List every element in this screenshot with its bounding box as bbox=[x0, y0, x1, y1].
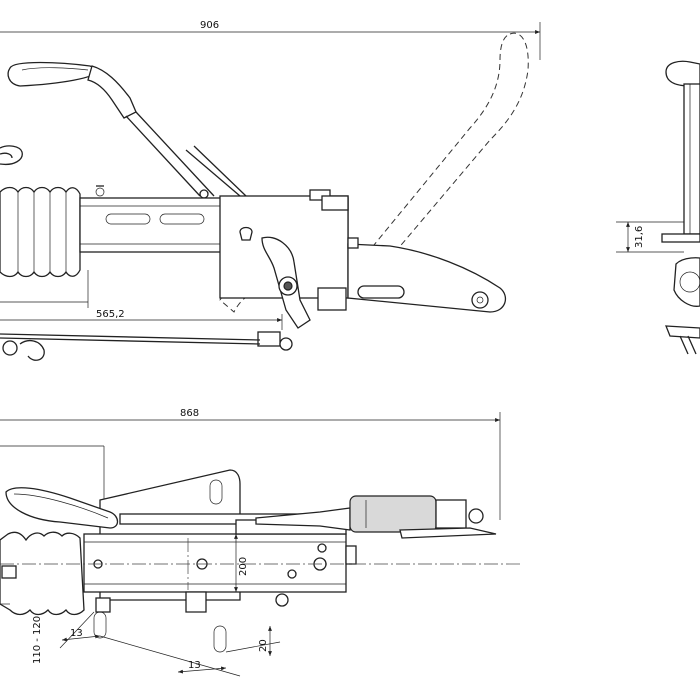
breakaway-cable bbox=[0, 333, 261, 361]
dimension-20: 20 bbox=[225, 626, 281, 656]
dimension-200: 200 bbox=[234, 534, 249, 592]
damper-cylinder-plan bbox=[255, 495, 497, 539]
bellows-top bbox=[0, 186, 81, 278]
dimension-label-200: 200 bbox=[238, 557, 249, 576]
dimension-label-20: 20 bbox=[258, 639, 269, 652]
dimension-906: 906 bbox=[0, 20, 541, 60]
dimension-13-a: 13 bbox=[59, 611, 241, 677]
housing-body-plan bbox=[0, 519, 520, 593]
front-view-right: 31,6 bbox=[616, 60, 700, 355]
side-view-top: 906 bbox=[0, 20, 541, 361]
dimension-565-2: 565,2 bbox=[0, 270, 283, 330]
coupling-housing bbox=[79, 185, 349, 299]
breakaway-cable-eye bbox=[0, 145, 23, 166]
hand-brake-lever-plan bbox=[5, 487, 341, 529]
dimension-label-565-2: 565,2 bbox=[96, 309, 125, 320]
dimension-label-31-6: 31,6 bbox=[634, 226, 645, 248]
overrun-damper-arm bbox=[347, 237, 507, 313]
dimension-label-13-a: 13 bbox=[70, 628, 83, 639]
dimension-label-13-b: 13 bbox=[188, 660, 201, 671]
dimension-label-868: 868 bbox=[180, 408, 199, 419]
dimension-label-110-120: 110 - 120 bbox=[32, 616, 43, 664]
lower-fittings bbox=[93, 591, 289, 653]
dimension-13-b: 13 bbox=[177, 660, 227, 674]
bellows-plan bbox=[0, 531, 85, 616]
dimension-110-120: 110 - 120 bbox=[0, 603, 43, 664]
hand-brake-lever bbox=[7, 61, 247, 199]
dimension-label-906: 906 bbox=[200, 20, 219, 31]
plan-view-bottom: 868 bbox=[0, 408, 520, 677]
safety-latch bbox=[257, 236, 347, 351]
